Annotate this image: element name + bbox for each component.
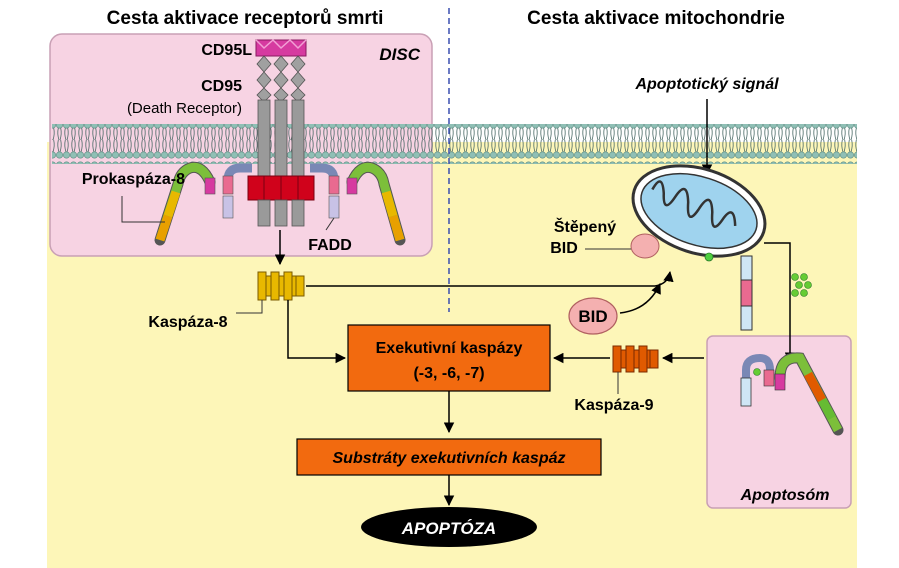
exec-line2: (-3, -6, -7) xyxy=(413,365,484,382)
death-receptor-label: (Death Receptor) xyxy=(127,100,242,117)
cd95-receptor xyxy=(247,99,315,227)
fadd-leader xyxy=(325,217,335,231)
executive-caspases-box: Exekutivní kaspázy (-3, -6, -7) xyxy=(347,324,551,392)
substrates-label: Substráty exekutivních kaspáz xyxy=(333,450,566,467)
kaspaza8-leader xyxy=(236,300,263,314)
apoptosome-label: Apoptosóm xyxy=(740,487,830,504)
substrates-box: Substráty exekutivních kaspáz xyxy=(296,438,602,476)
caspase9 xyxy=(612,345,659,373)
cd95l-label: CD95L xyxy=(201,42,252,59)
apoptoza-label: APOPTÓZA xyxy=(401,519,496,538)
right-header: Cesta aktivace mitochondrie xyxy=(527,8,785,29)
apoptosis-ellipse: APOPTÓZA xyxy=(361,507,537,547)
arrow-caspase8-to-exec xyxy=(287,300,347,364)
bid-label: BID xyxy=(578,307,607,326)
kaspaza8-label: Kaspáza-8 xyxy=(148,314,227,331)
apoptosome-complex xyxy=(740,352,844,436)
bid-protein: BID xyxy=(568,297,618,335)
procaspase8-left xyxy=(154,161,216,246)
caspase8 xyxy=(257,271,305,301)
mitochondrion xyxy=(631,164,767,262)
procaspase8-right xyxy=(346,161,406,246)
arrow-bid-to-mito xyxy=(619,283,661,314)
cleaved-bid-label: BID xyxy=(550,240,578,257)
fadd-left xyxy=(222,163,252,219)
disc-label: DISC xyxy=(379,45,420,64)
prokaspaza8-label: Prokaspáza-8 xyxy=(82,171,185,188)
kaspaza9-label: Kaspáza-9 xyxy=(574,397,653,414)
cd95-label: CD95 xyxy=(201,78,242,95)
arrow-mito-to-apoptosome xyxy=(764,242,796,364)
cytochrome-c xyxy=(791,273,812,297)
fadd-right xyxy=(310,163,340,219)
prokaspaza8-leader xyxy=(121,196,165,223)
cd95l-ligand xyxy=(255,38,307,57)
stepeny-label: Štěpený xyxy=(554,217,616,236)
cell-membrane xyxy=(52,124,857,164)
cleaved-bid xyxy=(630,233,660,259)
apaf1-stalk xyxy=(740,255,753,331)
receptor-diamonds xyxy=(256,55,306,103)
exec-line1: Exekutivní kaspázy xyxy=(376,340,523,357)
apoptotic-signal-label: Apoptotický signál xyxy=(634,76,779,93)
fadd-label: FADD xyxy=(308,237,352,254)
left-header: Cesta aktivace receptorů smrti xyxy=(107,8,384,29)
